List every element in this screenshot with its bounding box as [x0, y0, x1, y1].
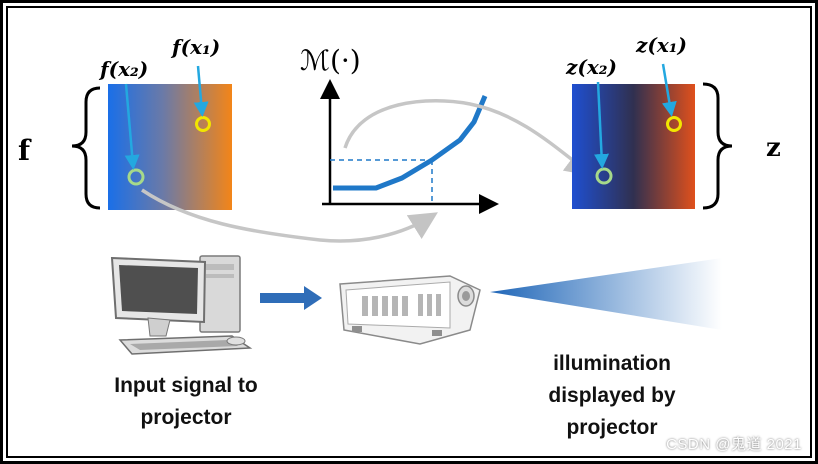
- pointer-f-x1: [193, 65, 209, 117]
- computer-illustration: [110, 255, 253, 355]
- illumination-beam: [490, 258, 722, 330]
- z-label: z: [766, 133, 781, 163]
- pointer-z-x2: [594, 81, 610, 169]
- marker-x1-f: [195, 116, 211, 132]
- z-x1-label: z(x₁): [635, 33, 687, 57]
- left-brace: [71, 86, 101, 210]
- marker-x2-f: [127, 168, 145, 186]
- marker-x1-z: [666, 116, 682, 132]
- computer-caption-line1: Input signal to: [114, 374, 257, 397]
- beam-caption-line2: displayed by: [548, 384, 676, 407]
- f-label: f: [18, 134, 32, 167]
- gray-arrow-lower: [141, 188, 438, 243]
- mapping-curve: [333, 95, 488, 191]
- pointer-z-x1: [661, 63, 677, 117]
- watermark: CSDN @鬼道 2021: [666, 436, 802, 453]
- output-image-z: [572, 84, 695, 209]
- pointer-f-x2: [124, 83, 140, 170]
- f-x2-label: f(x₂): [98, 57, 148, 81]
- gray-arrow-upper: [343, 99, 594, 177]
- projector-illustration: [339, 275, 481, 345]
- beam-caption-line1: illumination: [553, 352, 671, 375]
- signal-arrow: [260, 286, 322, 310]
- mapping-plot: [320, 79, 499, 214]
- f-x1-label: f(x₁): [170, 35, 220, 59]
- beam-caption-line3: projector: [566, 416, 657, 439]
- mapping-label: ℳ(·): [300, 44, 361, 77]
- right-brace: [702, 82, 733, 210]
- z-x2-label: z(x₂): [565, 55, 617, 79]
- computer-caption-line2: projector: [140, 406, 231, 429]
- inner-border: [6, 6, 812, 458]
- marker-x2-z: [595, 167, 613, 185]
